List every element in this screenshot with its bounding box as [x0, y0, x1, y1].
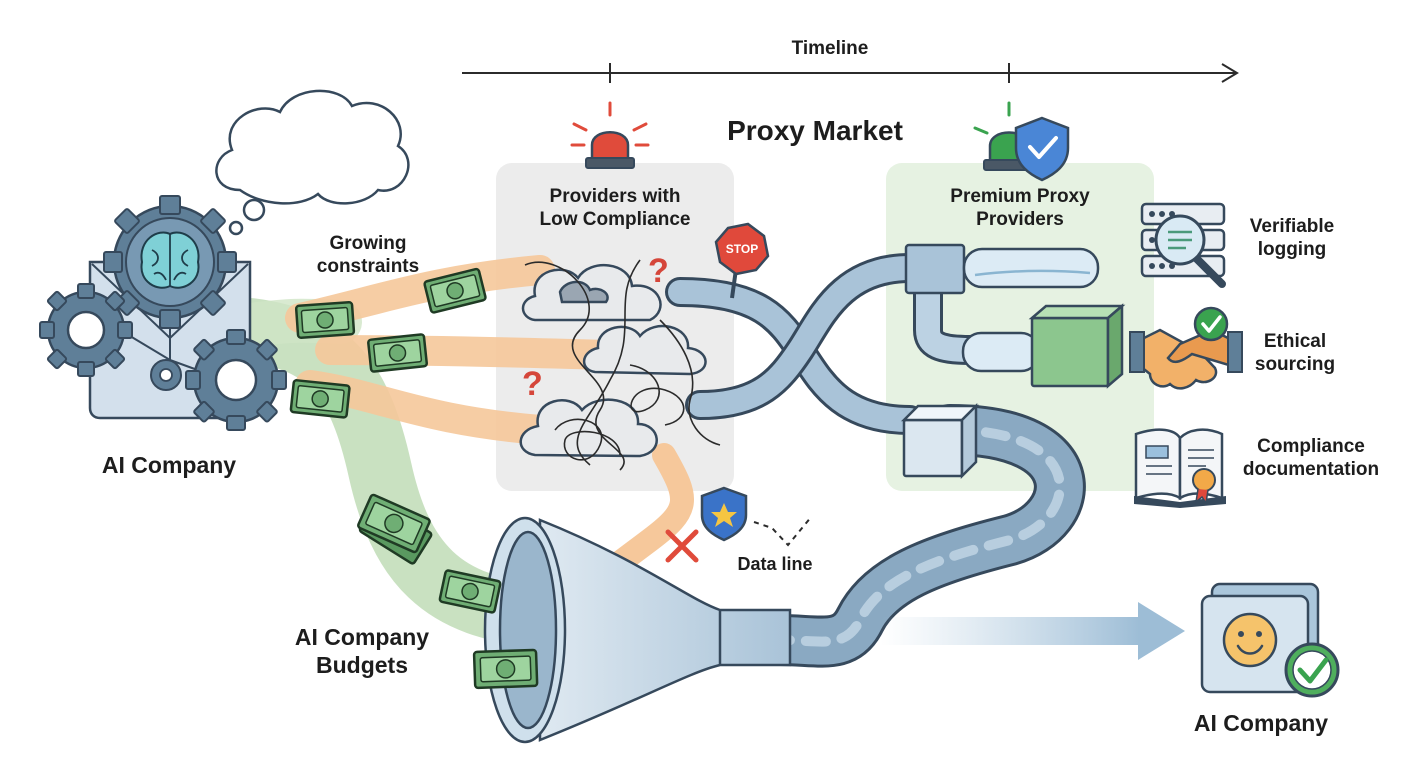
ai-company-left-label: AI Company: [101, 452, 237, 478]
budgets-line2: Budgets: [316, 651, 408, 678]
pipe-network: [665, 253, 1086, 668]
tangle-lines: [524, 259, 721, 471]
money-stack-icon: [357, 493, 433, 565]
feature-line1: Ethical: [1263, 331, 1327, 352]
smiley-icon: [1222, 612, 1278, 668]
money-icon: [438, 569, 502, 614]
output-arrow-head: [1138, 602, 1185, 660]
rejected-flow: [598, 443, 694, 582]
badge-icon: [700, 486, 748, 542]
brain-gear-icon: [103, 195, 237, 329]
premium-title: Premium Proxy Providers: [886, 186, 1154, 232]
budgets-label: AI Company Budgets: [276, 624, 448, 679]
ai-company-right-label: AI Company: [1193, 710, 1329, 736]
ai-company-left-icon: [39, 195, 287, 431]
premium-title-line2: Providers: [976, 208, 1064, 230]
low-compliance-title: Providers with Low Compliance: [496, 186, 734, 232]
gear-icon: [39, 283, 133, 377]
blocked-x-icon: [665, 529, 699, 563]
feature-line1: Verifiable: [1249, 216, 1335, 237]
money-icon: [367, 333, 428, 373]
feature-ethical-sourcing: Ethical sourcing: [1240, 331, 1350, 377]
growing-constraints-line2: constraints: [316, 255, 420, 277]
output-arrow-shaft: [880, 617, 1140, 645]
stop-sign-icon: STOP: [714, 222, 770, 299]
timeline-axis: [462, 63, 1239, 83]
money-icon: [294, 301, 356, 339]
gear-icon: [150, 359, 182, 391]
feature-verifiable-logging: Verifiable logging: [1232, 216, 1352, 262]
budgets-line1: AI Company: [294, 624, 430, 650]
feature-line2: sourcing: [1254, 353, 1336, 375]
growing-constraints-line1: Growing: [329, 233, 407, 254]
server-search-icon: [1140, 202, 1226, 288]
money-bills: [289, 267, 539, 690]
data-line-label: Data line: [737, 554, 813, 574]
question-mark-icon: ?: [522, 365, 543, 403]
premium-title-line1: Premium Proxy: [950, 186, 1090, 207]
growing-constraints-label: Growing constraints: [300, 233, 436, 279]
money-icon: [472, 648, 539, 690]
proxy-market-title: Proxy Market: [727, 115, 903, 146]
low-compliance-title-line1: Providers with: [549, 186, 681, 207]
question-mark-icon: ?: [648, 252, 669, 290]
question-marks: ? ?: [522, 252, 669, 403]
gear-icon: [185, 329, 287, 431]
shield-check-icon: [1014, 116, 1070, 182]
money-icon: [289, 379, 351, 419]
feature-line2: documentation: [1242, 458, 1380, 480]
data-line-icon: [753, 515, 813, 547]
money-icon: [423, 267, 487, 314]
svg-text:STOP: STOP: [726, 242, 758, 256]
thought-bubble-icon: [215, 89, 410, 236]
feature-compliance-documentation: Compliance documentation: [1234, 436, 1388, 482]
handshake-icon: [1129, 306, 1243, 390]
document-seal-icon: [1134, 428, 1226, 508]
ai-company-right-icon: [1200, 582, 1340, 698]
low-compliance-title-line2: Low Compliance: [539, 208, 691, 230]
feature-line1: Compliance: [1257, 436, 1365, 457]
tangled-clouds: [519, 264, 707, 458]
feature-line2: logging: [1257, 238, 1327, 260]
premium-pipes: [900, 243, 1126, 480]
timeline-label: Timeline: [791, 38, 869, 59]
red-alarm-icon: [570, 101, 650, 169]
